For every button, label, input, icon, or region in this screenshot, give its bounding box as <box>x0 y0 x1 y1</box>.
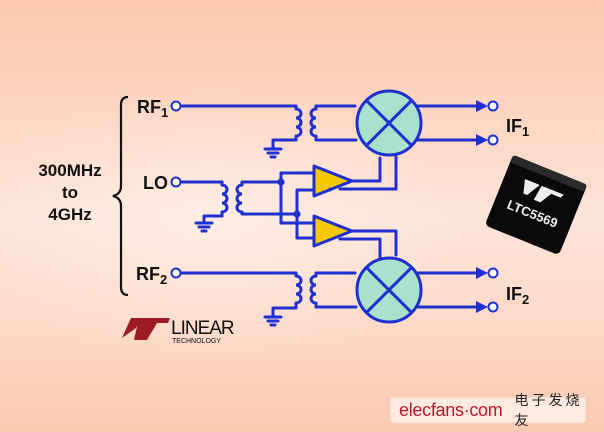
watermark: elecfans·com 电子发烧友 <box>390 393 586 429</box>
arrow-icon <box>476 100 488 112</box>
lo-path <box>170 171 316 240</box>
watermark-chinese: 电子发烧友 <box>514 393 583 429</box>
ground-icon <box>263 315 283 327</box>
junction-dot <box>277 178 285 186</box>
rf2-primary-coil <box>295 274 303 305</box>
lo-amplifier-bottom <box>312 214 354 248</box>
rf1-primary-coil <box>295 107 303 138</box>
freq-line1: 300MHz <box>38 161 101 180</box>
rf2-path <box>170 267 358 327</box>
ground-icon <box>263 147 283 159</box>
junction-dot <box>293 210 301 218</box>
rf2-terminal <box>170 267 182 279</box>
arrow-icon <box>476 267 488 279</box>
arrow-icon <box>476 301 488 313</box>
rf1-terminal <box>170 100 182 112</box>
linear-logo-icon <box>523 178 564 203</box>
arrow-icon <box>476 134 488 146</box>
mixer-1 <box>355 89 423 157</box>
lo-amplifier-top <box>312 164 354 198</box>
if2-label: IF2 <box>506 284 529 307</box>
rf2-label: RF2 <box>136 264 167 287</box>
if2-terminal-p <box>487 267 499 279</box>
if1-terminal-n <box>487 134 499 146</box>
lo-secondary-coil <box>235 183 243 214</box>
if2-terminal-n <box>487 301 499 313</box>
range-brace <box>112 95 129 297</box>
rf1-secondary-coil <box>309 107 317 138</box>
mixer-2 <box>355 256 423 324</box>
freq-line2: to <box>62 183 78 202</box>
lo-terminal <box>170 176 182 188</box>
if2-outputs <box>416 267 499 313</box>
logo-brand: LINEAR <box>171 318 234 339</box>
lo-label: LO <box>143 173 168 193</box>
rf1-path <box>170 100 358 159</box>
freq-line3: 4GHz <box>48 205 91 224</box>
ground-icon <box>194 221 214 233</box>
watermark-brand: elecfans·com <box>399 399 503 420</box>
if1-outputs <box>416 100 499 146</box>
if1-label: IF1 <box>506 116 529 139</box>
linear-logo-icon <box>122 318 141 338</box>
rf1-label: RF1 <box>137 97 168 120</box>
lo-primary-coil <box>221 183 229 214</box>
ltc5569-chip: LTC5569 <box>486 155 587 254</box>
linear-technology-logo: LINEAR TECHNOLOGY <box>122 318 235 345</box>
logo-tagline: TECHNOLOGY <box>172 338 221 345</box>
if1-terminal-p <box>487 100 499 112</box>
rf2-secondary-coil <box>309 274 317 305</box>
